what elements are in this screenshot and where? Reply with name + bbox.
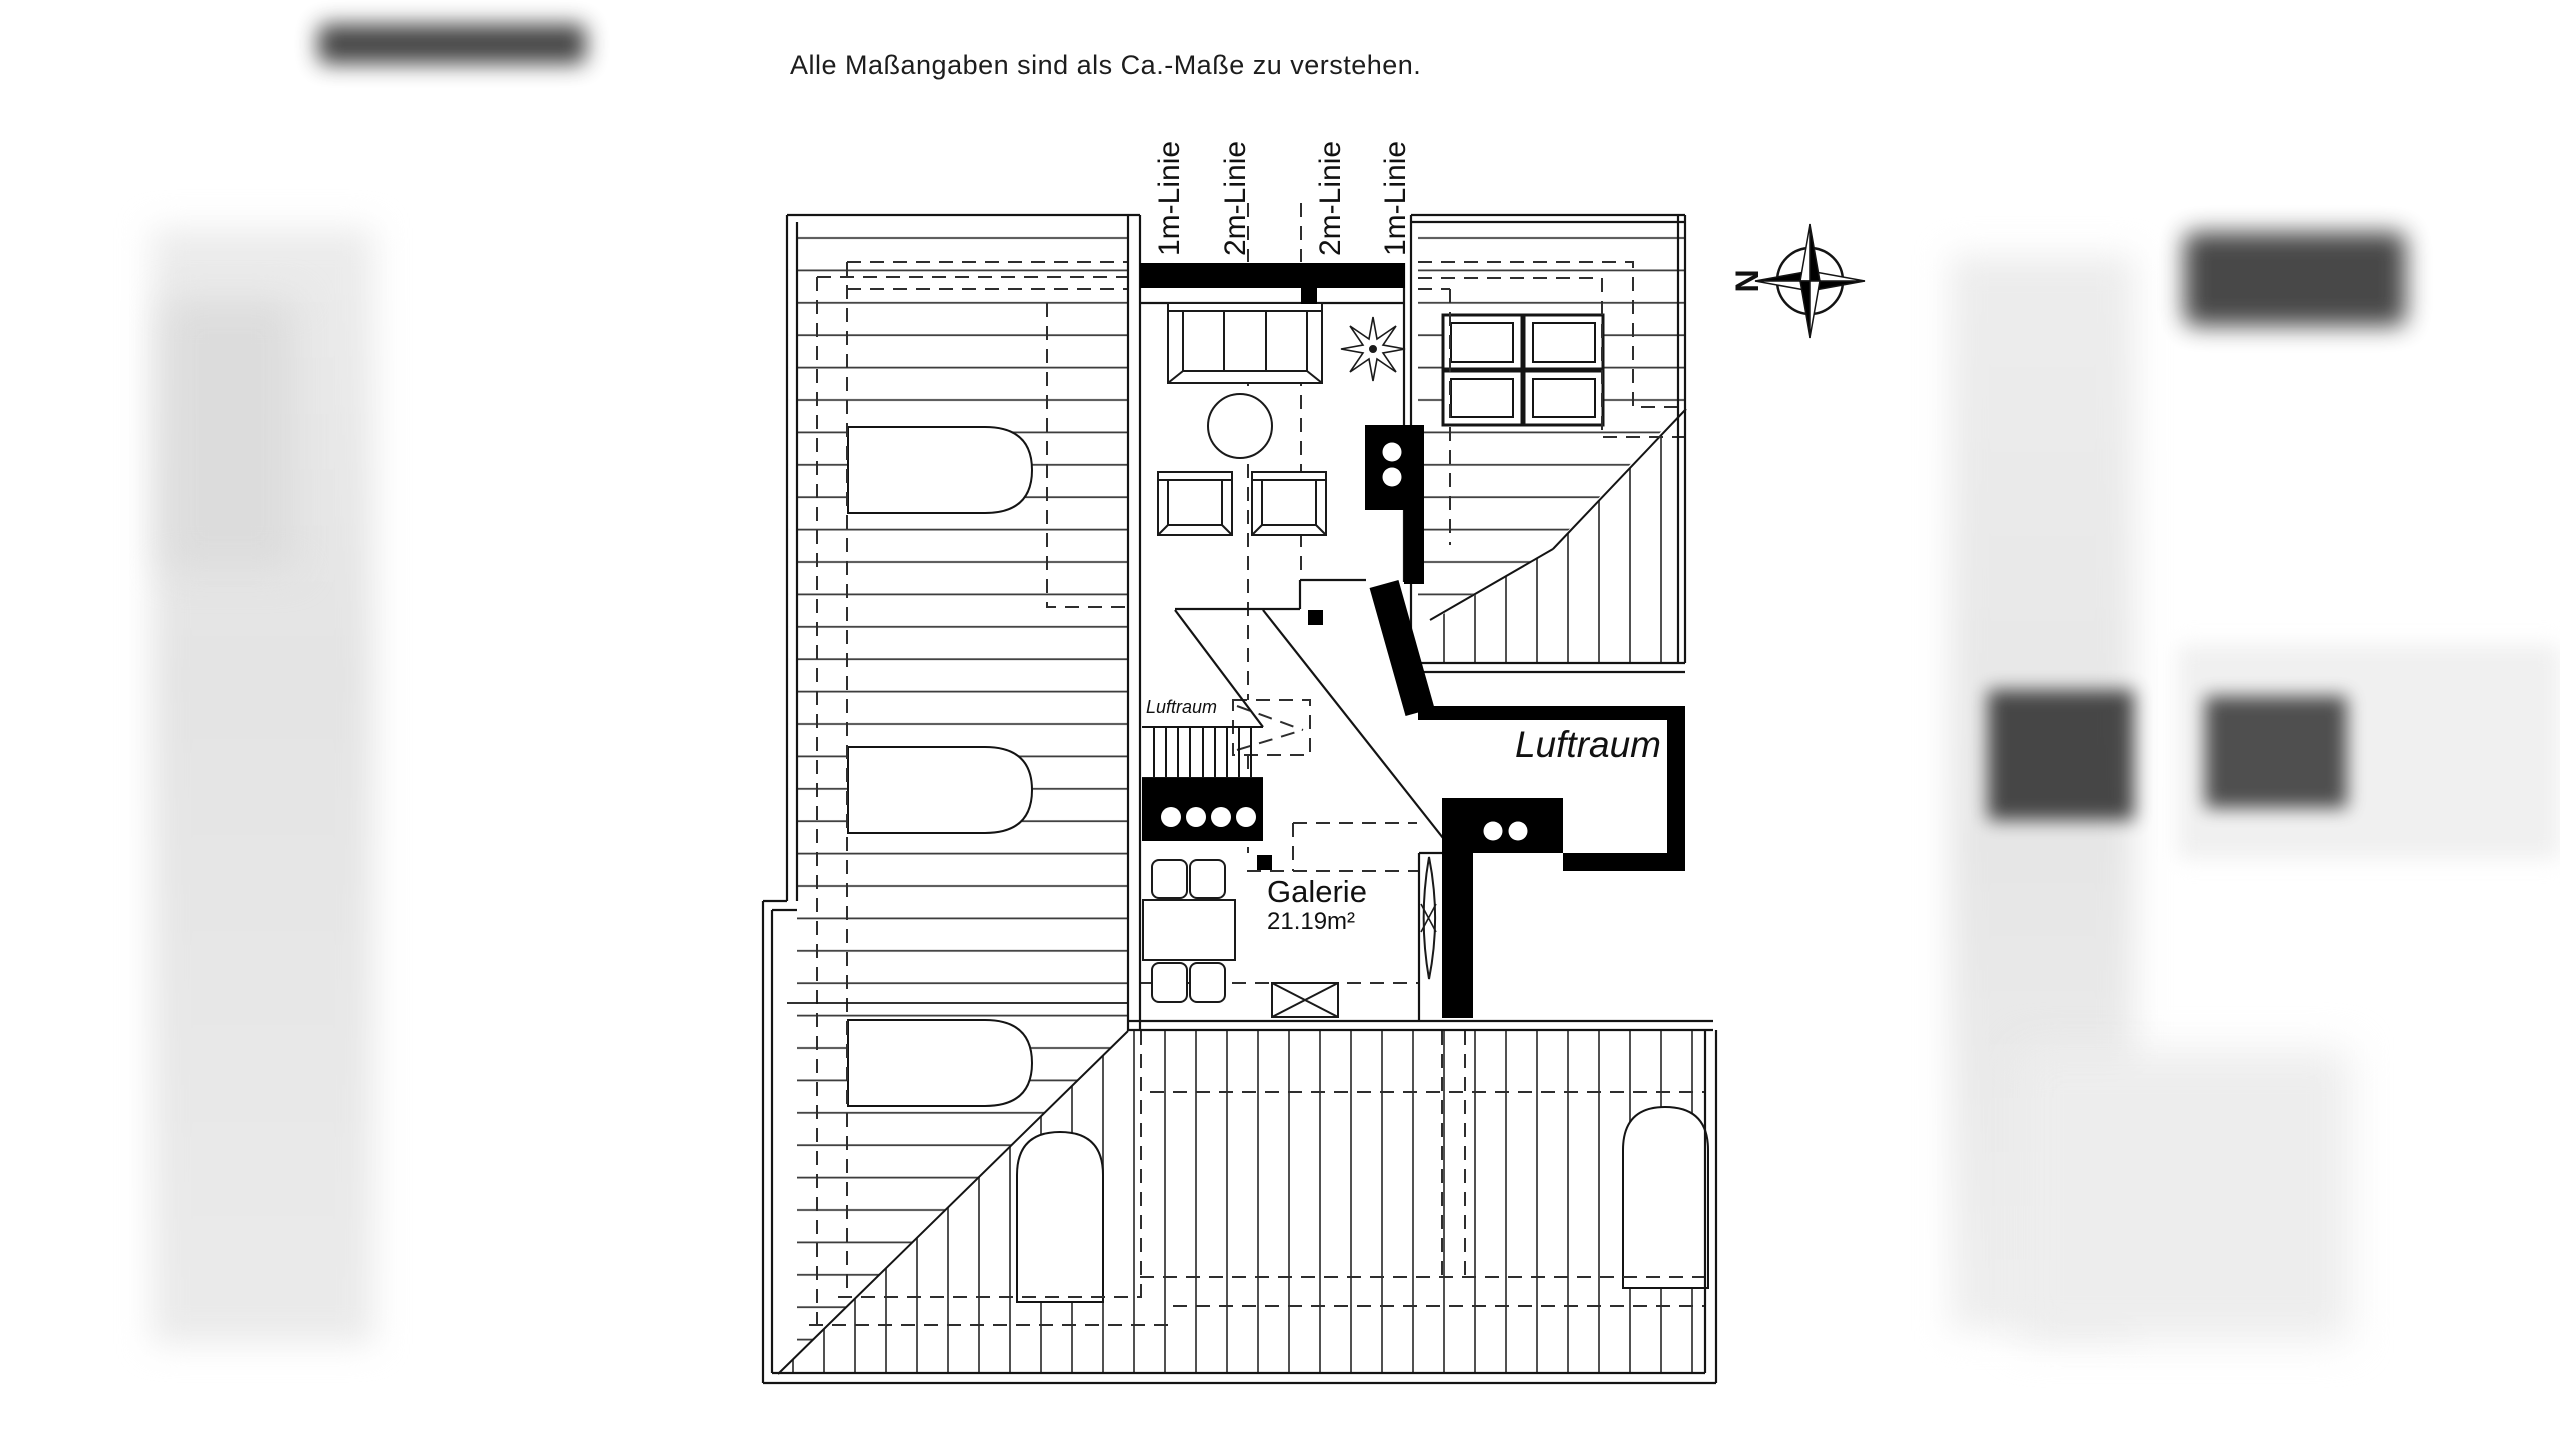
skylight-window xyxy=(1441,313,1605,427)
walls xyxy=(1140,263,1685,1018)
roof-hip-line-left xyxy=(777,1030,1129,1375)
roof-area-right xyxy=(1418,222,1687,663)
wall-angled xyxy=(1369,579,1435,717)
galerie-area-label: 21.19m² xyxy=(1267,908,1355,935)
wall-stub xyxy=(1301,288,1317,304)
dormer-windows-bottom xyxy=(1016,1105,1709,1303)
dining-set xyxy=(1142,859,1236,1003)
luftraum-wall-bottom xyxy=(1563,853,1678,871)
armchair xyxy=(1157,471,1233,536)
chimney-block-lower xyxy=(1442,798,1563,853)
round-table xyxy=(1207,393,1273,459)
dormer-window xyxy=(847,746,1034,834)
measure-line-label: 1m-Linie xyxy=(1379,141,1412,256)
dining-chair xyxy=(1189,962,1226,1003)
white-strip-right xyxy=(1411,664,1688,708)
roof-area-bottom xyxy=(777,1030,1705,1375)
roof-hip-line-right xyxy=(1429,408,1687,621)
furniture xyxy=(1142,302,1437,1018)
wall-marker xyxy=(1257,855,1272,870)
dormer-window xyxy=(847,426,1034,514)
measure-line-label: 2m-Linie xyxy=(1219,141,1252,256)
luftraum-main-label: Luftraum xyxy=(1515,724,1661,765)
luftraum-wall-top xyxy=(1418,706,1685,720)
plant xyxy=(1340,316,1406,382)
disclaimer-text: Alle Maßangaben sind als Ca.-Maße zu ver… xyxy=(790,50,1422,80)
galerie-label: Galerie xyxy=(1267,874,1367,909)
wall-by-door xyxy=(1442,853,1473,1018)
measure-line-label: 2m-Linie xyxy=(1314,141,1347,256)
wall-marker xyxy=(1308,610,1323,625)
dashed-guide-lines xyxy=(809,203,1705,1326)
plan-labels: 1m-Linie 2m-Linie 2m-Linie 1m-Linie Luft… xyxy=(1146,141,1661,935)
luftraum-small-label: Luftraum xyxy=(1146,697,1217,717)
wall-top xyxy=(1140,263,1405,288)
wall-openings xyxy=(1161,442,1528,841)
dormer-window xyxy=(1622,1105,1709,1289)
wall-segment xyxy=(1404,508,1424,584)
luftraum-wall-right xyxy=(1667,708,1685,871)
skylight-floor-marker xyxy=(1271,982,1339,1018)
measure-line-label: 1m-Linie xyxy=(1153,141,1186,256)
dining-chair xyxy=(1151,859,1188,899)
door-leaf xyxy=(1420,856,1437,980)
dining-table xyxy=(1142,899,1236,961)
armchair xyxy=(1251,471,1327,536)
dormer-windows-left xyxy=(847,426,1034,1107)
dormer-window xyxy=(847,1019,1034,1107)
dormer-window xyxy=(1016,1130,1104,1303)
compass-rose: N xyxy=(1729,223,1866,339)
chimney-block xyxy=(1365,425,1424,510)
compass-north-label: N xyxy=(1729,269,1765,292)
sofa xyxy=(1167,302,1323,384)
structural-lines xyxy=(761,213,1718,1385)
dining-chair xyxy=(1151,962,1188,1003)
dining-chair xyxy=(1189,859,1226,899)
